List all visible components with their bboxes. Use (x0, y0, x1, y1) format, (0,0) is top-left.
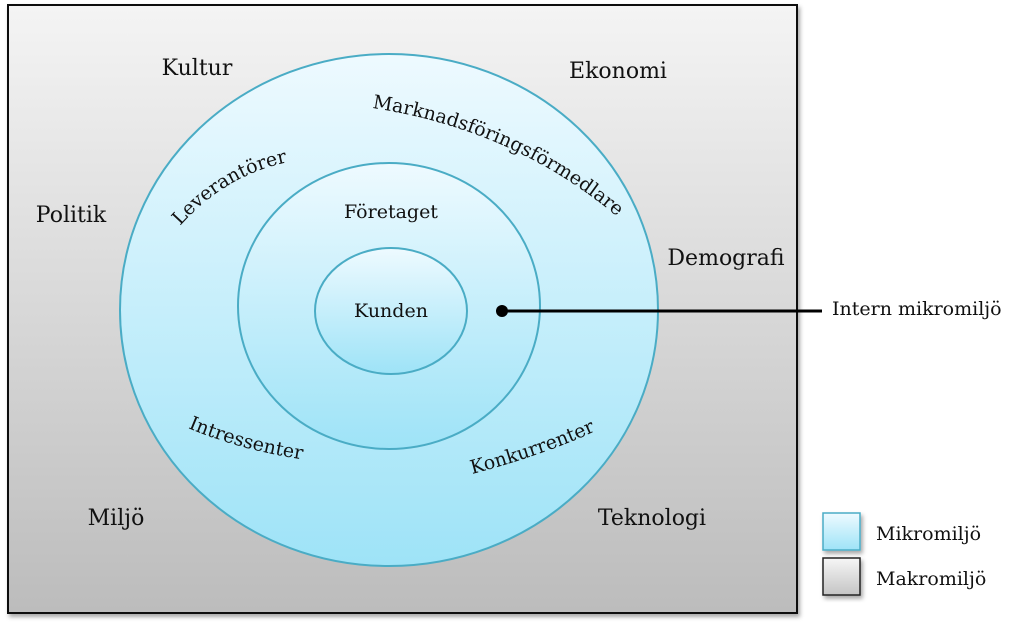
macro-label-miljo: Miljö (88, 506, 145, 531)
label-foretaget: Företaget (344, 201, 438, 223)
macro-label-teknologi: Teknologi (598, 506, 706, 531)
legend: Mikromiljö Makromiljö (822, 512, 986, 596)
macro-label-ekonomi: Ekonomi (569, 59, 667, 84)
legend-label-makromiljo: Makromiljö (876, 568, 986, 590)
label-kunden: Kunden (354, 300, 428, 322)
legend-label-mikromiljo: Mikromiljö (876, 523, 981, 545)
macro-label-kultur: Kultur (162, 56, 233, 81)
macro-label-politik: Politik (36, 203, 107, 228)
legend-swatch-makromiljo (822, 557, 861, 596)
callout-dot (496, 305, 508, 317)
legend-swatch-mikromiljo (822, 512, 861, 551)
macro-label-demografi: Demografi (667, 246, 784, 271)
callout-label: Intern mikromiljö (832, 298, 1002, 320)
inner-circle (314, 247, 468, 375)
